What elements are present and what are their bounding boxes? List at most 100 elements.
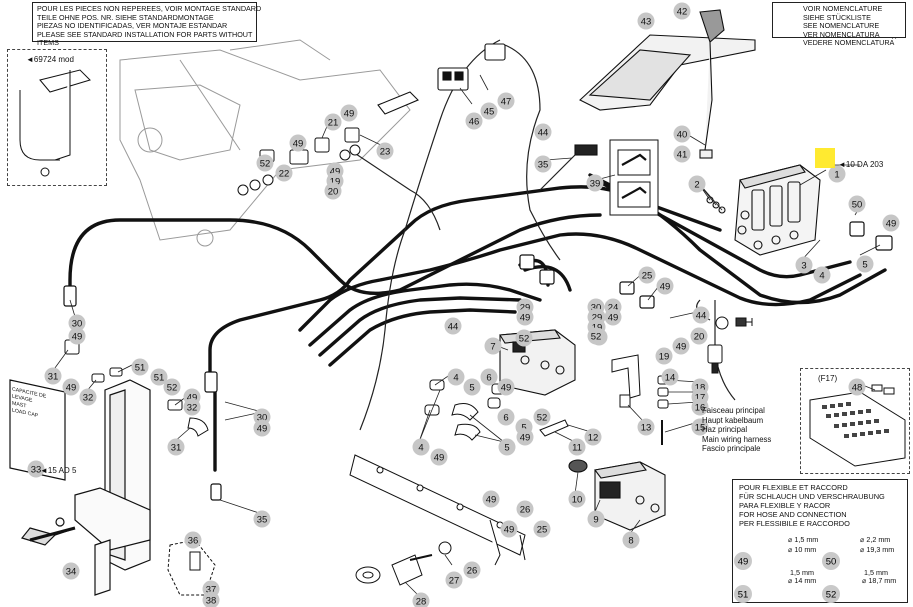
fuse-box-inset-frame [800, 368, 910, 474]
part-callout-26: 26 [516, 500, 534, 518]
legend-title-line: POUR FLEXIBLE ET RACCORD [739, 483, 848, 492]
part-callout-49: 49 [253, 419, 271, 437]
callout-circle [586, 174, 604, 192]
callout-number: 45 [484, 106, 495, 117]
part-callout-14: 14 [661, 368, 679, 386]
callout-number: 5 [862, 259, 867, 270]
callout-circle [445, 571, 463, 589]
part-callout-40: 40 [673, 125, 691, 143]
callout-circle [324, 182, 342, 200]
callout-circle [637, 12, 655, 30]
legend-52-line1: 1,5 mm [864, 568, 888, 577]
callout-circle [167, 438, 185, 456]
legend-title-line: PER FLESSIBILE E RACCORDO [739, 519, 850, 528]
callout-circle [253, 510, 271, 528]
callout-circle [795, 256, 813, 274]
part-callout-8: 8 [622, 531, 640, 549]
callout-number: 37 [206, 584, 217, 595]
callout-circle [256, 154, 274, 172]
part-callout-49: 49 [516, 428, 534, 446]
main-harness-note: Faisceau principal Haupt kabelbaum Haz p… [702, 406, 771, 454]
callout-number: 32 [187, 402, 198, 413]
part-callout-49: 49 [289, 134, 307, 152]
joystick-decal [609, 139, 659, 216]
callout-number: 34 [66, 566, 77, 577]
callout-circle [463, 561, 481, 579]
callout-circle [184, 531, 202, 549]
callout-circle [376, 142, 394, 160]
note-line: Haz principal [702, 425, 748, 435]
callout-circle [637, 418, 655, 436]
callout-number: 36 [188, 535, 199, 546]
note-line: POUR LES PIECES NON REPEREES, VOIR MONTA… [37, 4, 262, 13]
callout-circle [62, 562, 80, 580]
callout-number: 38 [206, 595, 217, 606]
callout-circle [534, 155, 552, 173]
callout-circle [412, 438, 430, 456]
callout-circle [484, 337, 502, 355]
callout-number: 41 [677, 149, 688, 160]
callout-circle [655, 347, 673, 365]
part-callout-9: 9 [587, 510, 605, 528]
callout-number: 42 [677, 6, 688, 17]
callout-circle [150, 368, 168, 386]
part-callout-10: 10 [568, 490, 586, 508]
part-callout-49: 49 [500, 520, 518, 538]
part-callout-49: 49 [516, 308, 534, 326]
callout-number: 30 [257, 412, 268, 423]
callout-number: 49 [66, 382, 77, 393]
callout-circle [638, 266, 656, 284]
part-callout-32: 32 [79, 388, 97, 406]
part-callout-12: 12 [584, 428, 602, 446]
callout-circle [856, 255, 874, 273]
callout-number: 31 [171, 442, 182, 453]
callout-circle [482, 490, 500, 508]
legend-50-line2: ⌀ 19,3 mm [860, 545, 895, 554]
part-callouts: 1234549504041424339354444444546472149234… [27, 2, 900, 607]
part-callout-27: 27 [445, 571, 463, 589]
part-callout-49: 49 [497, 378, 515, 396]
part-callout-42: 42 [673, 2, 691, 20]
callout-number: 3 [801, 260, 806, 271]
standard-installation-note: POUR LES PIECES NON REPEREES, VOIR MONTA… [32, 2, 262, 47]
part-callout-49: 49 [672, 337, 690, 355]
callout-number: 2 [694, 179, 699, 190]
inset-seat-switch [19, 69, 91, 177]
callout-circle [68, 314, 86, 332]
callout-circle [412, 592, 430, 607]
callout-number: 51 [135, 362, 146, 373]
callout-number: 28 [416, 596, 427, 607]
callout-number: 49 [434, 452, 445, 463]
callout-circle [253, 419, 271, 437]
callout-number: 6 [503, 412, 508, 423]
callout-number: 44 [448, 321, 459, 332]
hose-connection-legend: POUR FLEXIBLE ET RACCORD FÜR SCHLAUCH UN… [732, 479, 908, 603]
part-callout-49: 49 [482, 490, 500, 508]
part-callout-2: 2 [688, 175, 706, 193]
callout-circle [480, 368, 498, 386]
part-callout-21: 21 [324, 113, 342, 131]
part-callout-30: 30 [68, 314, 86, 332]
part-callout-31: 31 [167, 438, 185, 456]
note-line: PIEZAS NO IDENTIFICADAS, VER MONTAJE EST… [37, 21, 228, 31]
note-line: VOIR NOMENCLATURE [803, 4, 883, 13]
inset-reference: ◄69724 mod [26, 55, 74, 64]
callout-number: 44 [696, 310, 707, 321]
callout-circle [480, 102, 498, 120]
callout-number: 5 [521, 422, 526, 433]
note-line: SIEHE STÜCKLISTE [803, 12, 871, 22]
callout-circle [463, 378, 481, 396]
callout-circle [497, 408, 515, 426]
joystick-console [579, 9, 756, 159]
callout-number: 31 [48, 371, 59, 382]
callout-number: 17 [695, 392, 706, 403]
callout-circle [604, 308, 622, 326]
callout-circle [44, 367, 62, 385]
callout-circle [497, 92, 515, 110]
callout-number: 10 [572, 494, 583, 505]
callout-circle [62, 378, 80, 396]
callout-number: 1 [834, 169, 839, 180]
part-callout-23: 23 [376, 142, 394, 160]
callout-number: 32 [83, 392, 94, 403]
lift-valve-block [499, 329, 576, 396]
